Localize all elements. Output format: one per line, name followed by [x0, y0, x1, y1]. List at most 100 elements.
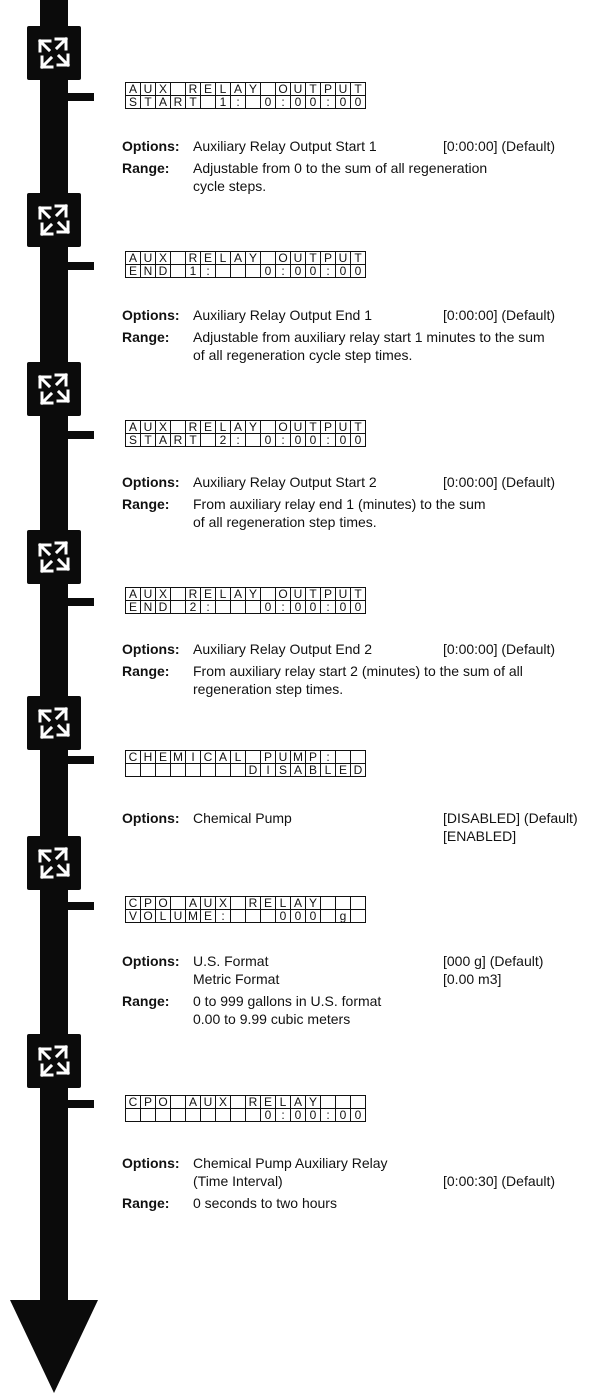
lcd-cell: 2: [215, 433, 231, 447]
options-label: Options:: [122, 810, 180, 826]
lcd-cell: U: [290, 82, 306, 96]
lcd-cell: :: [320, 750, 336, 764]
lcd-cell: [230, 1108, 246, 1122]
lcd-cell: [335, 1095, 351, 1109]
lcd-cell: 1: [215, 95, 231, 109]
cycle-arrows-icon[interactable]: [27, 362, 81, 416]
lcd-cell: E: [200, 251, 216, 265]
lcd-cell: L: [155, 909, 171, 923]
lcd-cell: A: [185, 896, 201, 910]
lcd-cell: [335, 750, 351, 764]
connector-tick: [66, 598, 94, 606]
options-default: [0:00:00] (Default): [443, 474, 556, 490]
lcd-cell: [350, 1095, 366, 1109]
lcd-cell: L: [215, 420, 231, 434]
lcd-cell: [170, 251, 186, 265]
lcd-cell: Y: [245, 420, 261, 434]
lcd-cell: 0: [260, 433, 276, 447]
lcd-cell: R: [170, 95, 186, 109]
lcd-cell: E: [200, 587, 216, 601]
cycle-arrows-icon[interactable]: [27, 696, 81, 750]
options-default: [000 g] (Default): [443, 953, 544, 969]
lcd-cell: L: [275, 896, 291, 910]
connector-tick: [66, 93, 94, 101]
range-label: Range:: [122, 993, 170, 1009]
lcd-cell: :: [275, 1108, 291, 1122]
options-default: [ENABLED]: [443, 828, 517, 844]
lcd-cell: 0: [350, 264, 366, 278]
lcd-cell: A: [125, 82, 141, 96]
lcd-cell: A: [230, 420, 246, 434]
options-text: Chemical Pump Auxiliary Relay: [193, 1155, 388, 1171]
lcd-cell: L: [215, 587, 231, 601]
range-label: Range:: [122, 496, 170, 512]
lcd-cell: E: [125, 600, 141, 614]
lcd-cell: R: [185, 82, 201, 96]
connector-tick: [66, 756, 94, 764]
lcd-cell: L: [230, 750, 246, 764]
lcd-cell: [335, 896, 351, 910]
cycle-arrows-icon[interactable]: [27, 836, 81, 890]
lcd-cell: T: [140, 95, 156, 109]
lcd-cell: [170, 420, 186, 434]
lcd-cell: [140, 1108, 156, 1122]
lcd-cell: [260, 587, 276, 601]
lcd-cell: 0: [335, 433, 351, 447]
options-text: Auxiliary Relay Output Start 1: [193, 138, 377, 154]
lcd-cell: A: [125, 420, 141, 434]
lcd-cell: X: [215, 896, 231, 910]
lcd-cell: [230, 909, 246, 923]
lcd-cell: [170, 82, 186, 96]
lcd-cell: S: [275, 763, 291, 777]
lcd-cell: [200, 433, 216, 447]
cycle-arrows-icon[interactable]: [27, 530, 81, 584]
lcd-cell: P: [320, 251, 336, 265]
lcd-cell: 0: [290, 600, 306, 614]
options-text: Metric Format: [193, 971, 280, 987]
range-text: cycle steps.: [193, 178, 267, 194]
options-default: [0.00 m3]: [443, 971, 502, 987]
lcd-cell: :: [275, 600, 291, 614]
lcd-cell: P: [260, 750, 276, 764]
options-label: Options:: [122, 953, 180, 969]
cycle-arrows-icon[interactable]: [27, 26, 81, 80]
lcd-cell: R: [245, 896, 261, 910]
cycle-arrows-icon[interactable]: [27, 1034, 81, 1088]
lcd-cell: [260, 909, 276, 923]
options-label: Options:: [122, 474, 180, 490]
options-text: Auxiliary Relay Output End 2: [193, 641, 372, 657]
lcd-cell: A: [230, 82, 246, 96]
lcd-cell: 0: [335, 95, 351, 109]
lcd-cell: [215, 763, 231, 777]
lcd-cell: D: [155, 600, 171, 614]
lcd-cell: U: [140, 587, 156, 601]
lcd-cell: U: [290, 420, 306, 434]
lcd-cell: [185, 763, 201, 777]
lcd-cell: :: [200, 264, 216, 278]
cycle-arrows-icon[interactable]: [27, 193, 81, 247]
lcd-cell: [230, 896, 246, 910]
lcd-cell: [230, 264, 246, 278]
lcd-cell: X: [155, 587, 171, 601]
lcd-cell: X: [215, 1095, 231, 1109]
lcd-cell: 0: [290, 909, 306, 923]
lcd-cell: [170, 587, 186, 601]
options-default: [DISABLED] (Default): [443, 810, 578, 826]
lcd-cell: T: [305, 420, 321, 434]
lcd-cell: U: [335, 420, 351, 434]
lcd-cell: :: [275, 264, 291, 278]
lcd-cell: E: [200, 82, 216, 96]
lcd-cell: L: [275, 1095, 291, 1109]
options-text: Auxiliary Relay Output Start 2: [193, 474, 377, 490]
lcd-cell: E: [260, 1095, 276, 1109]
lcd-cell: [260, 82, 276, 96]
lcd-cell: 0: [350, 95, 366, 109]
